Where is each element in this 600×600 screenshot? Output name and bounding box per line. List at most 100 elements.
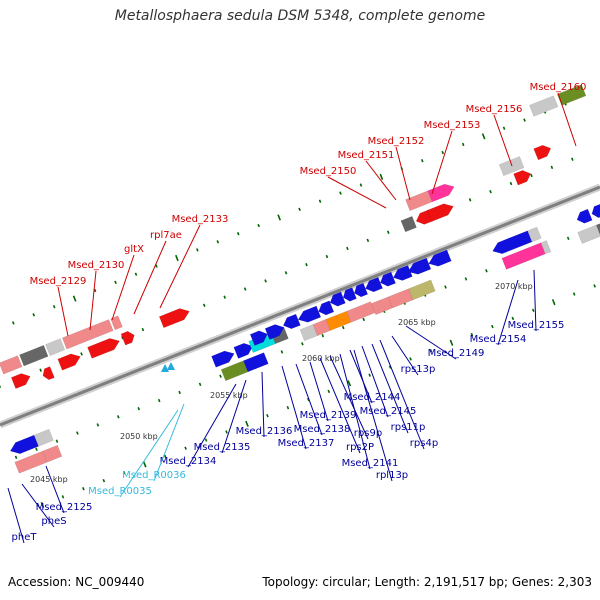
gene-label-top: Msed_2153 bbox=[424, 120, 481, 131]
top-strand-gene bbox=[87, 338, 120, 359]
gene-label-bottom-leader bbox=[21, 483, 55, 528]
tick-mark bbox=[204, 438, 208, 442]
tick-mark bbox=[420, 158, 424, 163]
tick-mark bbox=[117, 415, 120, 419]
gene-label-bottom: Msed_2134 bbox=[160, 456, 217, 467]
tick-mark bbox=[155, 264, 158, 268]
tick-mark bbox=[429, 349, 433, 353]
top-strand-gene bbox=[513, 170, 532, 186]
tick-mark bbox=[449, 339, 454, 346]
gene-label-bottom-leader bbox=[371, 343, 409, 434]
gene-label-bottom-leader bbox=[405, 325, 457, 360]
gene-label-top: Msed_2151 bbox=[338, 150, 395, 161]
bottom-strand-gene bbox=[243, 352, 269, 373]
gene-label-bottom: Msed_2144 bbox=[344, 392, 401, 403]
tick-mark bbox=[277, 214, 281, 221]
bottom-strand-gene bbox=[282, 313, 301, 330]
tick-mark bbox=[523, 118, 526, 122]
tick-mark bbox=[96, 423, 100, 427]
bottom-strand-gene bbox=[42, 444, 63, 463]
gene-label-bottom: Msed_2125 bbox=[36, 502, 93, 513]
tick-mark bbox=[198, 382, 202, 387]
top-strand-gene bbox=[533, 144, 552, 161]
tick-mark bbox=[489, 190, 492, 194]
gene-label-bottom-leader bbox=[361, 345, 389, 418]
gene-label-bottom: rps13p bbox=[401, 364, 436, 375]
tick-mark bbox=[346, 246, 349, 251]
top-strand-gene bbox=[10, 373, 31, 389]
bottom-strand-gene bbox=[342, 287, 357, 302]
tick-mark bbox=[571, 157, 574, 161]
gene-label-top-leader bbox=[365, 160, 397, 201]
ticks-row-top-outer bbox=[11, 102, 567, 325]
gene-label-top-leader bbox=[431, 130, 453, 195]
top-strand-gene bbox=[0, 355, 23, 375]
gene-label-top: Msed_2150 bbox=[300, 166, 357, 177]
tick-mark bbox=[511, 316, 515, 321]
bottom-strand-gene bbox=[318, 300, 335, 316]
gene-label-bottom-leader bbox=[309, 361, 329, 422]
top-strand-gene bbox=[426, 203, 454, 222]
gene-label-bottom: Msed_2149 bbox=[428, 348, 485, 359]
gene-label-top: Msed_2130 bbox=[68, 260, 125, 271]
gene-label-top: gltX bbox=[124, 244, 144, 255]
ticks-row-top-inner bbox=[0, 157, 574, 388]
gene-label-top: Msed_2133 bbox=[172, 214, 229, 225]
gene-label-rna: Msed_R0035 bbox=[88, 486, 152, 497]
tick-mark bbox=[55, 439, 59, 443]
tick-mark bbox=[175, 254, 179, 262]
gene-label-rna-leader bbox=[119, 409, 179, 498]
bottom-strand-gene bbox=[595, 223, 600, 236]
tick-mark bbox=[468, 198, 472, 202]
scale-label: 2070 kbp bbox=[495, 282, 533, 291]
top-strand-gene bbox=[19, 344, 49, 367]
tick-mark bbox=[572, 292, 576, 296]
gene-label-bottom: pheS bbox=[41, 516, 66, 527]
tick-mark bbox=[14, 455, 18, 460]
tick-mark bbox=[481, 133, 486, 140]
gene-label-bottom-leader bbox=[319, 357, 361, 454]
top-strand-gene bbox=[400, 215, 417, 233]
tick-mark bbox=[202, 303, 206, 307]
bottom-strand-gene bbox=[325, 310, 352, 331]
bottom-strand-gene bbox=[428, 249, 452, 267]
tick-mark bbox=[368, 373, 371, 377]
tick-mark bbox=[359, 183, 363, 187]
tick-mark bbox=[566, 236, 570, 241]
tick-mark bbox=[485, 269, 488, 273]
tick-mark bbox=[379, 173, 384, 180]
tick-mark bbox=[470, 332, 474, 337]
tick-mark bbox=[32, 313, 36, 317]
tick-mark bbox=[196, 248, 199, 252]
gene-label-bottom: rps9p bbox=[354, 428, 382, 439]
tick-mark bbox=[593, 284, 596, 288]
bottom-strand-gene bbox=[576, 208, 593, 224]
bottom-strand-gene bbox=[329, 291, 346, 307]
top-strand-gene bbox=[427, 183, 455, 203]
tick-mark bbox=[134, 272, 138, 276]
tick-mark bbox=[280, 350, 284, 354]
scale-label: 2060 kbp bbox=[302, 354, 340, 363]
tick-mark bbox=[157, 398, 161, 403]
tick-mark bbox=[284, 271, 288, 275]
tick-mark bbox=[72, 295, 77, 302]
tick-mark bbox=[141, 327, 145, 332]
gene-label-bottom-leader bbox=[497, 279, 519, 346]
bottom-strand-gene bbox=[297, 305, 322, 323]
tick-mark bbox=[122, 470, 126, 475]
gene-label-bottom: Msed_2141 bbox=[342, 458, 399, 469]
top-strand-gene bbox=[498, 156, 525, 177]
gene-label-bottom-leader bbox=[391, 335, 419, 376]
bottom-strand-gene bbox=[492, 230, 533, 254]
gene-label-bottom-leader bbox=[533, 269, 537, 332]
bottom-strand-gene bbox=[393, 265, 413, 281]
top-strand-gene bbox=[61, 319, 114, 350]
tick-mark bbox=[509, 181, 513, 186]
tick-mark bbox=[386, 230, 390, 234]
tick-mark bbox=[223, 295, 226, 299]
tick-mark bbox=[318, 199, 322, 203]
gene-label-bottom-leader bbox=[45, 465, 65, 514]
top-strand-gene bbox=[110, 315, 123, 331]
